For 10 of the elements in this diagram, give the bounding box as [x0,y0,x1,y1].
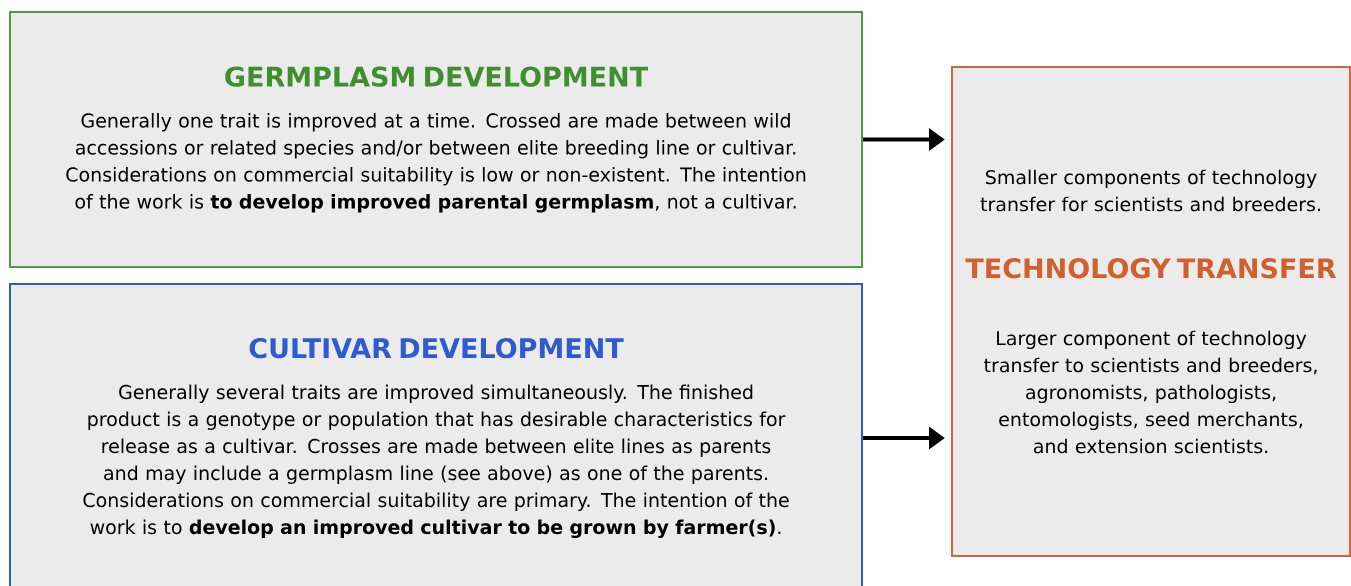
description-text: Generally several traits are improved simultaneously. The finished product is a genotype or population that has desirable characteristics for release as a cultivar. Crosses are made between elite lines as parents and may include a germplasm line (see above) as one of the parents. Considerations on commercial suitability are primary. The intention of the work is to develop an improved cultivar to be grown by farmer(s). [83,384,789,539]
box-heading: TECHNOLOGY TRANSFER [965,258,1337,279]
description-text: Smaller components of technology transfer for scientists and breeders. [980,169,1320,212]
description-text: Larger component of technology transfer to scientists and breeders, agronomists, pathologists, entomologists, seed merchants, and extension scientists. [984,330,1317,454]
box-heading: GERMPLASM DEVELOPMENT [225,66,648,87]
text-box [9,11,863,268]
box-heading: CULTIVAR DEVELOPMENT [249,337,624,359]
description-text: Generally one trait is improved at a time. Crossed are made between wild accessions or related species and/or between elite breeding line or cultivar. Considerations on commercial suitability is low or non-existent. The intention of the work is to develop improved parental germplasm, not a cultivar. [66,113,806,213]
text-box [951,66,1351,557]
text-box [9,283,863,586]
